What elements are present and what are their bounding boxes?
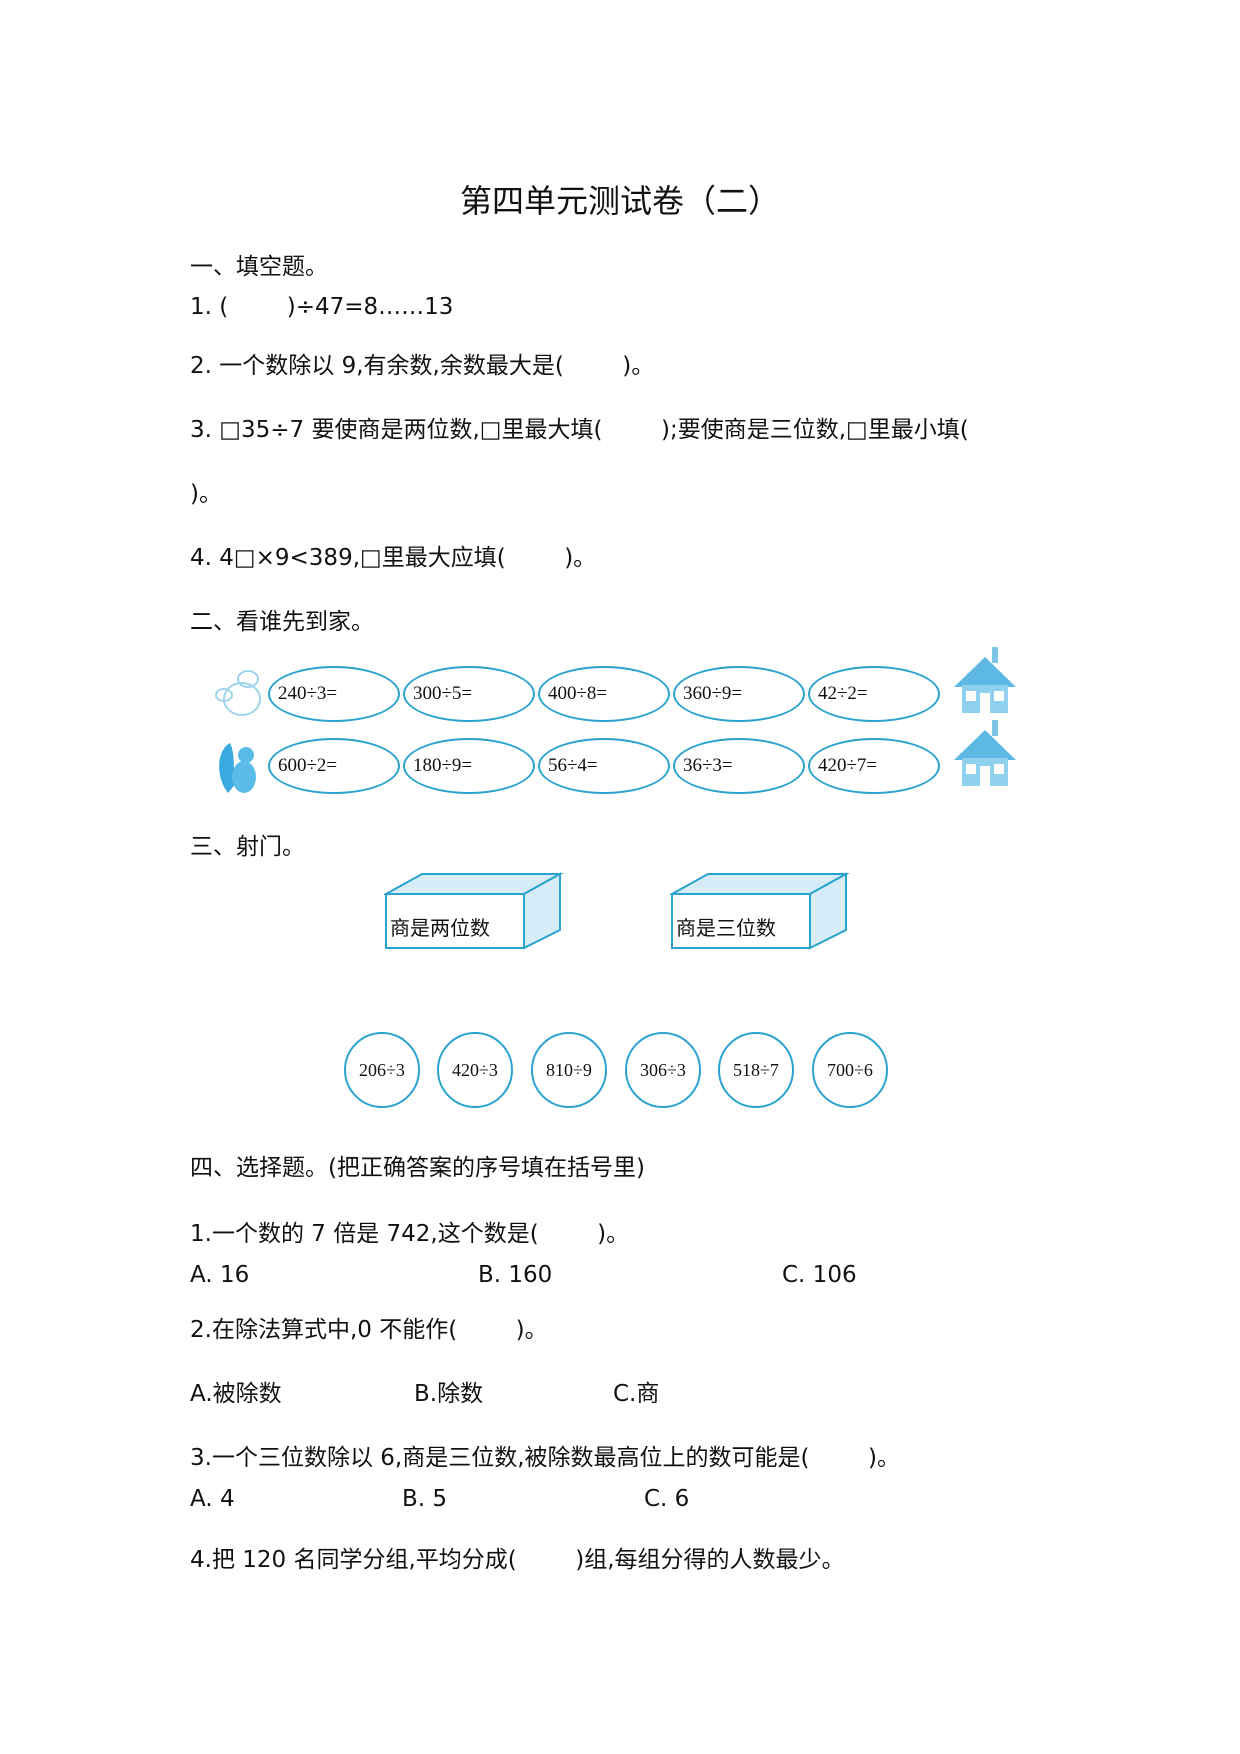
ball: 420÷3 [437,1032,513,1108]
race-cell: 180÷9= [403,738,535,794]
q2-option-b: B.除数 [414,1381,484,1407]
page-title: 第四单元测试卷（二） [459,182,780,220]
choice-q1: 1.一个数的 7 倍是 742,这个数是( )。 [190,1221,630,1247]
q3-option-a: A. 4 [190,1486,235,1512]
section4-heading: 四、选择题。(把正确答案的序号填在括号里) [190,1155,645,1181]
goal-three-digit: 商是三位数 [670,872,850,952]
choice-q4: 4.把 120 名同学分组,平均分成( )组,每组分得的人数最少。 [190,1547,845,1573]
squirrel-icon [219,743,256,793]
section3-heading: 三、射门。 [190,834,305,860]
choice-q2: 2.在除法算式中,0 不能作( )。 [190,1317,548,1343]
ball: 810÷9 [531,1032,607,1108]
race-cell: 420÷7= [808,738,940,794]
section1-heading: 一、填空题。 [190,254,328,280]
box-shape-icon [670,872,850,950]
fill-item-1: 1. ( )÷47=8……13 [190,294,454,320]
fill-item-2: 2. 一个数除以 9,有余数,余数最大是( )。 [190,353,655,379]
q1-option-a: A. 16 [190,1262,250,1288]
q2-option-c: C.商 [613,1381,660,1407]
q2-option-a: A.被除数 [190,1381,282,1407]
race-cell: 240÷3= [268,666,400,722]
race-cell: 400÷8= [538,666,670,722]
section2-heading: 二、看谁先到家。 [190,609,374,635]
race-cell: 600÷2= [268,738,400,794]
house-icon [954,647,1016,713]
goal-two-digit: 商是两位数 [384,872,564,952]
q1-option-c: C. 106 [782,1262,857,1288]
fill-item-3-cont: )。 [190,481,222,507]
q3-option-c: C. 6 [644,1486,690,1512]
race-cell: 36÷3= [673,738,805,794]
ball: 700÷6 [812,1032,888,1108]
race-cell: 42÷2= [808,666,940,722]
ball: 306÷3 [625,1032,701,1108]
fill-item-3: 3. □35÷7 要使商是两位数,□里最大填( );要使商是三位数,□里最小填( [190,417,969,443]
box-shape-icon [384,872,564,950]
q3-option-b: B. 5 [402,1486,448,1512]
race-cell: 360÷9= [673,666,805,722]
rabbit-icon [215,670,261,716]
goal-label: 商是三位数 [676,916,776,940]
ball: 518÷7 [718,1032,794,1108]
race-cell: 56÷4= [538,738,670,794]
choice-q3: 3.一个三位数除以 6,商是三位数,被除数最高位上的数可能是( )。 [190,1445,900,1471]
goal-label: 商是两位数 [390,916,490,940]
house-icon [954,720,1016,786]
ball: 206÷3 [344,1032,420,1108]
fill-item-4: 4. 4□×9<389,□里最大应填( )。 [190,545,597,571]
race-cell: 300÷5= [403,666,535,722]
q1-option-b: B. 160 [478,1262,553,1288]
